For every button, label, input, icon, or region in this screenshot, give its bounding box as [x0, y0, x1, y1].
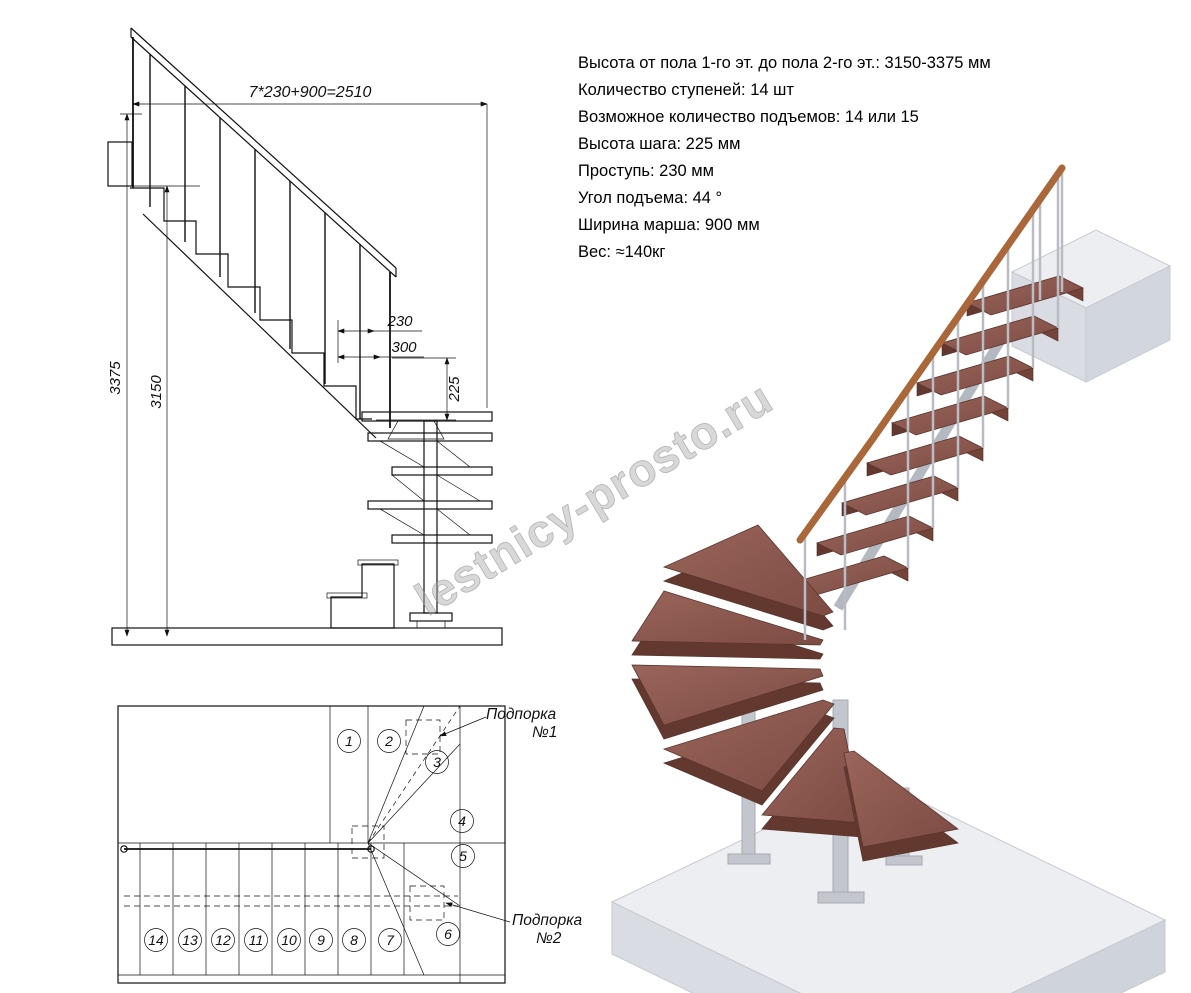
plan-step-8: 8 [342, 928, 366, 952]
plan-step-5-label: 5 [459, 848, 467, 864]
plan-step-11: 11 [244, 928, 268, 952]
elevation-steps [130, 187, 377, 439]
plan-step-1: 1 [337, 729, 361, 753]
spec-floor-height: Высота от пола 1-го эт. до пола 2-го эт.… [578, 54, 991, 72]
plan-step-10-label: 10 [281, 932, 297, 948]
dim-rise-label: 225 [446, 376, 463, 403]
plan-outline [117, 705, 506, 984]
plan-step-8-label: 8 [350, 932, 358, 948]
plan-step-4: 4 [450, 809, 474, 833]
elevation-floor [111, 627, 503, 646]
dim-step-depth-label: 300 [391, 339, 417, 356]
lower-floor-slab [610, 777, 1167, 993]
plan-step-9: 9 [309, 928, 333, 952]
winder-treads [631, 524, 959, 862]
plan-step-12-label: 12 [215, 932, 231, 948]
elevation-wall-bracket [107, 141, 133, 187]
spec-rise-height: Высота шага: 225 мм [578, 135, 741, 153]
render-handrail [796, 164, 1066, 544]
plan-step-14: 14 [144, 928, 168, 952]
elevation-winder-column [326, 411, 493, 629]
elevation-dimensions: 7*230+900=2510 3375 3150 230 300 225 [107, 84, 488, 637]
plan-support-1: Подпорка №1 [439, 706, 557, 741]
plan-step-6-label: 6 [444, 926, 452, 942]
plan-step-7: 7 [378, 928, 402, 952]
elevation-balusters [149, 54, 361, 419]
spec-tread-depth: Проступь: 230 мм [578, 162, 714, 180]
plan-step-10: 10 [277, 928, 301, 952]
dim-floor-height-label: 3150 [148, 375, 165, 409]
spec-angle: Угол подъема: 44 ° [578, 189, 723, 207]
plan-step-3-label: 3 [433, 754, 441, 770]
plan-straight-treads [139, 843, 405, 975]
render-3d [610, 164, 1172, 993]
support-1-label-line2: №1 [532, 724, 557, 741]
plan-step-numbers: 1 2 3 4 5 6 7 8 9 10 11 12 13 14 [144, 729, 475, 952]
plan-step-7-label: 7 [386, 932, 395, 948]
plan-step-3: 3 [425, 750, 449, 774]
dim-run-label: 7*230+900=2510 [249, 84, 372, 101]
plan-step-12: 12 [211, 928, 235, 952]
plan-step-2-label: 2 [384, 733, 393, 749]
elevation-view: 7*230+900=2510 3375 3150 230 300 225 [107, 27, 503, 646]
spec-weight: Вес: ≈140кг [578, 243, 666, 261]
plan-step-1-label: 1 [345, 733, 353, 749]
plan-step-4-label: 4 [458, 813, 466, 829]
spec-panel: Высота от пола 1-го эт. до пола 2-го эт.… [578, 50, 1098, 266]
plan-support-2: Подпорка №2 [445, 902, 583, 947]
dim-total-height-label: 3375 [107, 361, 124, 395]
support-2-label-line2: №2 [536, 930, 562, 947]
spec-flight-width: Ширина марша: 900 мм [578, 216, 760, 234]
plan-railing [120, 845, 375, 853]
upper-floor-slab [1010, 229, 1172, 383]
plan-step-13-label: 13 [182, 932, 198, 948]
plan-step-14-label: 14 [148, 932, 164, 948]
render-balusters [803, 168, 1064, 640]
plan-step-13: 13 [178, 928, 202, 952]
plan-walls [118, 706, 505, 983]
dim-going-label: 230 [386, 313, 413, 330]
plan-winder-lines [367, 705, 461, 976]
plan-step-11-label: 11 [249, 932, 264, 948]
support-2-label-line1: Подпорка [512, 912, 583, 929]
plan-hidden-lines [124, 719, 458, 921]
elevation-handrail [130, 27, 397, 428]
spec-step-count: Количество ступеней: 14 шт [578, 81, 794, 99]
plan-view: 1 2 3 4 5 6 7 8 9 10 11 12 13 14 Подпорк… [117, 705, 583, 984]
plan-step-2: 2 [377, 729, 401, 753]
support-1-label-line1: Подпорка [486, 706, 557, 723]
plan-step-5: 5 [451, 844, 475, 868]
plan-step-9-label: 9 [317, 932, 325, 948]
plan-step-6: 6 [436, 922, 460, 946]
spec-rise-count: Возможное количество подъемов: 14 или 15 [578, 108, 919, 126]
